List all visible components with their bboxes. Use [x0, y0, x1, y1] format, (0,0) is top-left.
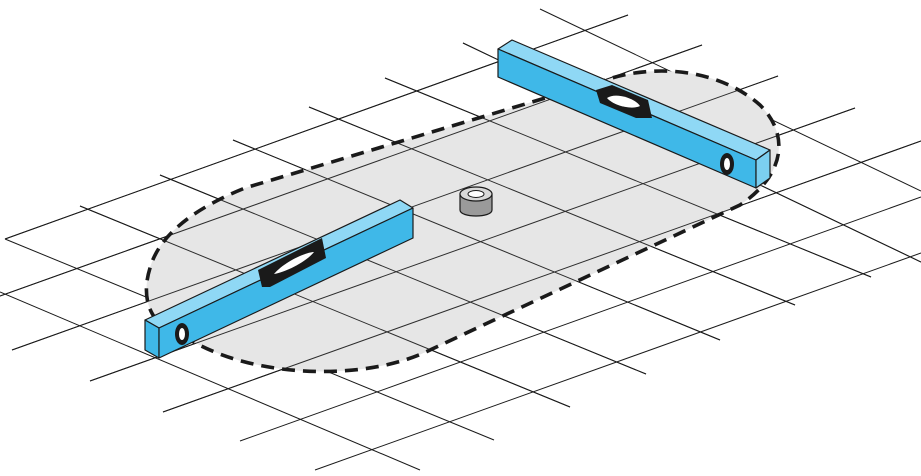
center-marker-hole — [467, 190, 485, 198]
spirit-level-back — [497, 39, 771, 189]
work-area-fill — [146, 70, 779, 372]
grid-line — [159, 174, 647, 375]
grid-line — [384, 77, 872, 278]
grid-line — [0, 291, 421, 471]
level-center-bubble — [607, 95, 640, 108]
dashed-work-area — [144, 69, 781, 374]
grid-line — [162, 140, 921, 413]
grid-line — [79, 205, 571, 408]
level-end-bubble — [724, 158, 730, 170]
grid-line — [232, 139, 721, 341]
level-end-bubble — [179, 328, 185, 340]
work-area-border — [144, 69, 781, 374]
grid-line — [314, 252, 921, 471]
center-marker — [459, 186, 493, 217]
grid-line — [239, 196, 921, 442]
level-center-bubble — [274, 252, 314, 274]
spirit-level-front — [144, 199, 414, 359]
grid-line — [308, 106, 796, 306]
level-end-face — [755, 149, 771, 189]
level-front-face — [158, 207, 414, 359]
